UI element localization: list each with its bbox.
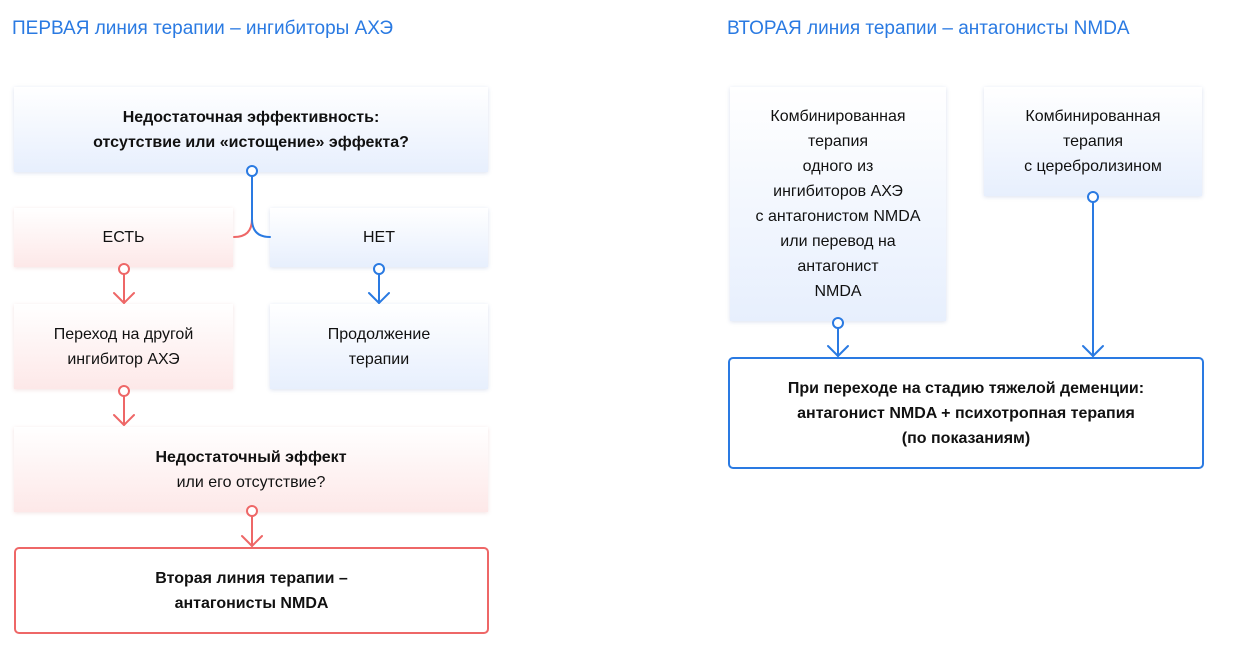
- box-text-line: НЕТ: [363, 229, 395, 246]
- box-text-line: терапии: [348, 350, 410, 368]
- insufficient-effect-box: Недостаточный эффект или его отсутствие?: [14, 427, 488, 512]
- box-text-line: Продолжение: [327, 325, 431, 343]
- box-text-line: или перевод на: [780, 233, 896, 250]
- insufficient-efficacy-question-box: Недостаточная эффективность: отсутствие …: [14, 87, 488, 172]
- box-text-line: с антагонистом NMDA: [755, 208, 921, 225]
- arrowhead-icon: [241, 535, 263, 547]
- box-text-line: антагонисты NMDA: [174, 594, 329, 612]
- box-text-line: Комбинированная: [1025, 108, 1161, 125]
- arrowhead-icon: [113, 414, 135, 426]
- second-line-heading: ВТОРАЯ линия терапии – антагонисты NMDA: [727, 18, 1130, 39]
- arrowhead-icon: [827, 345, 849, 357]
- box-text-line: ингибитор АХЭ: [67, 350, 180, 368]
- box-text-line: Недостаточная эффективность:: [122, 108, 380, 126]
- box-text-line: Недостаточный эффект: [155, 448, 347, 466]
- box-text-line: (по показаниям): [901, 429, 1031, 447]
- box-text-line: При переходе на стадию тяжелой деменции:: [787, 379, 1145, 397]
- box-text-line: терапия: [1062, 133, 1124, 150]
- second-line-therapy-box: Вторая линия терапии – антагонисты NMDA: [14, 547, 489, 634]
- box-text-line: одного из: [802, 158, 874, 175]
- box-text-line: Вторая линия терапии –: [155, 569, 348, 587]
- no-box: НЕТ: [270, 208, 488, 267]
- box-text-line: отсутствие или «истощение» эффекта?: [93, 133, 409, 151]
- arrowhead-icon: [113, 292, 135, 304]
- yes-branch-connector: [233, 175, 253, 238]
- first-line-heading: ПЕРВАЯ линия терапии – ингибиторы АХЭ: [12, 18, 393, 39]
- box-text-line: антагонист NMDA + психотропная терапия: [797, 404, 1135, 422]
- box-text-line: с церебролизином: [1024, 158, 1162, 175]
- box-text-line: ингибиторов АХЭ: [773, 183, 903, 200]
- box-text-line: или его отсутствие?: [176, 473, 326, 491]
- box-text-line: антагонист: [797, 258, 879, 275]
- box-text-line: терапия: [807, 133, 869, 150]
- box-text-line: ЕСТЬ: [102, 229, 145, 246]
- severe-dementia-box: При переходе на стадию тяжелой деменции:…: [728, 357, 1204, 469]
- box-text-line: NMDA: [814, 283, 862, 300]
- box-text-line: Комбинированная: [770, 108, 906, 125]
- box-text-line: Переход на другой: [53, 325, 194, 343]
- continue-therapy-box: Продолжение терапии: [270, 304, 488, 389]
- yes-box: ЕСТЬ: [14, 208, 233, 267]
- combo-nmda-box: Комбинированная терапия одного из ингиби…: [730, 87, 946, 321]
- switch-inhibitor-box: Переход на другой ингибитор АХЭ: [14, 304, 233, 389]
- arrowhead-icon: [1082, 345, 1104, 357]
- no-branch-connector: [251, 175, 271, 238]
- arrowhead-icon: [368, 292, 390, 304]
- combo-cerebrolysin-box: Комбинированная терапия с церебролизином: [984, 87, 1202, 196]
